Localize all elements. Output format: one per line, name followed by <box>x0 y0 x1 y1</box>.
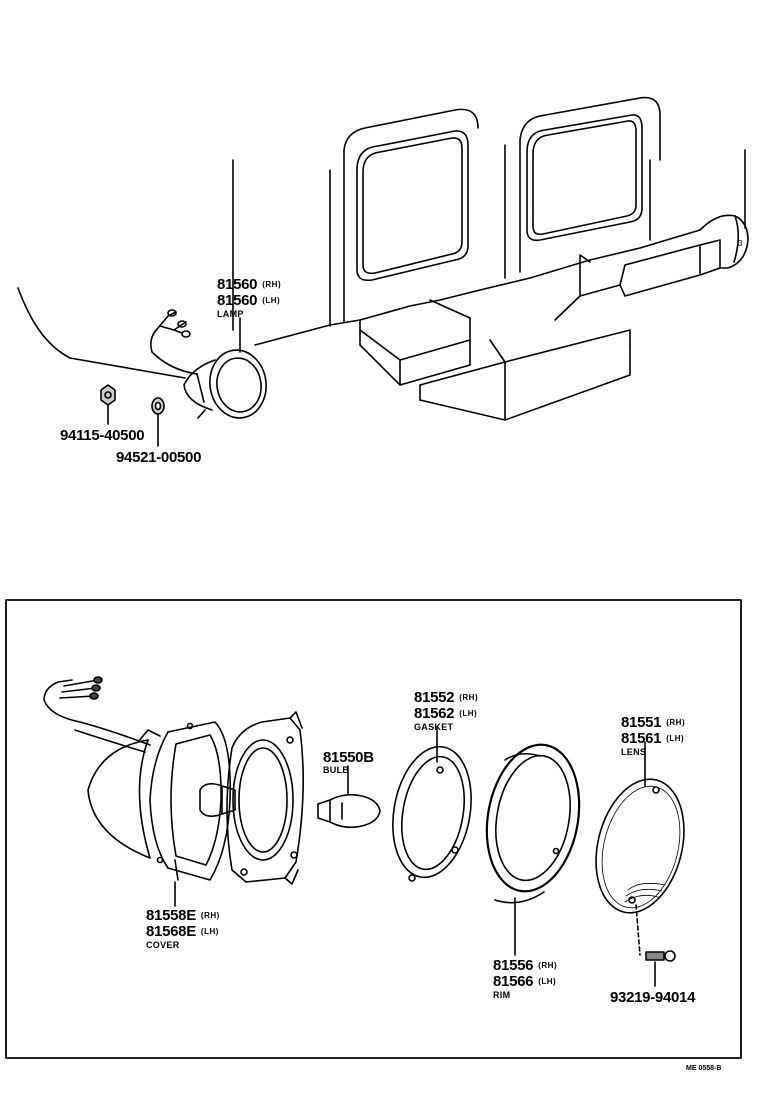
lens-part <box>595 741 685 914</box>
lamp-rh-side: (RH) <box>262 280 282 289</box>
cover-rh-part-number: 81558E <box>146 907 196 924</box>
lamp-lh-part-number: 81560 <box>217 292 258 309</box>
screw-part-number: 93219-94014 <box>610 989 696 1006</box>
nut-part-number: 94115-40500 <box>60 427 145 444</box>
gasket-lh-side: (LH) <box>459 709 478 718</box>
lamp-label: 81560 (RH) 81560 (LH) LAMP <box>217 277 281 319</box>
washer-part-number: 94521-00500 <box>116 449 202 466</box>
gasket-rh-side: (RH) <box>459 693 479 702</box>
cover-label: 81558E (RH) 81568E (LH) COVER <box>146 908 220 950</box>
lens-name: LENS <box>621 747 647 757</box>
lamp-rh-part-number: 81560 <box>217 276 258 293</box>
screw-part <box>635 904 676 987</box>
bulb-part <box>317 765 381 829</box>
lens-lh-part-number: 81561 <box>621 730 662 747</box>
nut-and-washer <box>100 384 165 447</box>
exploded-view-frame <box>5 599 742 1059</box>
gasket-label: 81552 (RH) 81562 (LH) GASKET <box>414 690 478 732</box>
gasket-name: GASKET <box>414 722 454 732</box>
lens-rh-part-number: 81551 <box>621 714 662 731</box>
housing-part <box>226 711 304 885</box>
lamp-assembly-small <box>150 309 267 419</box>
cover-name: COVER <box>146 940 180 950</box>
gasket-rh-part-number: 81552 <box>414 689 455 706</box>
bulb-part-number: 81550B <box>323 749 374 766</box>
bulb-label: 81550B BULB <box>323 750 374 775</box>
rim-rh-side: (RH) <box>538 961 558 970</box>
cover-part <box>43 676 236 881</box>
rim-name: RIM <box>493 990 511 1000</box>
cover-rh-side: (RH) <box>200 911 220 920</box>
gasket-part <box>392 727 472 882</box>
rim-rh-part-number: 81556 <box>493 957 534 974</box>
bulb-name: BULB <box>323 765 350 775</box>
figure-reference: ME 0558-B <box>686 1065 722 1072</box>
lamp-lh-side: (LH) <box>262 296 281 305</box>
rim-part <box>485 743 581 956</box>
rim-label: 81556 (RH) 81566 (LH) RIM <box>493 958 557 1000</box>
lens-lh-side: (LH) <box>666 734 685 743</box>
vehicle-rear-body: 3 <box>17 96 749 421</box>
lamp-name: LAMP <box>217 309 244 319</box>
lens-label: 81551 (RH) 81561 (LH) LENS <box>621 715 685 757</box>
cover-lh-side: (LH) <box>200 927 219 936</box>
rim-lh-part-number: 81566 <box>493 973 534 990</box>
lens-rh-side: (RH) <box>666 718 686 727</box>
svg-text:3: 3 <box>738 239 743 248</box>
gasket-lh-part-number: 81562 <box>414 705 455 722</box>
rim-lh-side: (LH) <box>538 977 557 986</box>
cover-lh-part-number: 81568E <box>146 923 196 940</box>
